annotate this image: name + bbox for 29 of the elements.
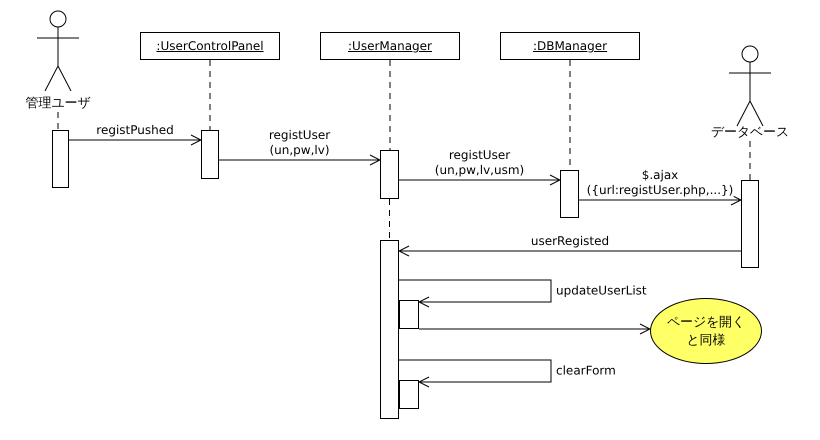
- message-arrow: [398, 174, 560, 186]
- activation-bar: [380, 150, 399, 199]
- message-arrow: [68, 134, 202, 146]
- object-box: :UserManager: [320, 32, 460, 60]
- activation-bar: [741, 180, 759, 268]
- lifeline: [389, 198, 390, 240]
- message-label: $.ajax ({url:registUser.php,...}): [586, 168, 734, 198]
- message-label: registUser (un,pw,lv): [268, 128, 330, 158]
- note-ellipse: ページを開くと同様: [650, 298, 762, 364]
- message-label: registPushed: [96, 123, 174, 138]
- message-label: userRegisted: [530, 234, 610, 249]
- message-arrow: [418, 324, 650, 334]
- message-arrow: [218, 154, 380, 166]
- actor-name: 管理ユーザ: [24, 95, 92, 112]
- actor-name: データベース: [710, 124, 790, 141]
- activation-bar: [560, 170, 579, 218]
- message-arrow: [398, 246, 742, 256]
- message-label: registUser (un,pw,lv,usm): [434, 148, 524, 178]
- object-box: :UserControlPanel: [140, 32, 280, 60]
- activation-bar: [380, 240, 399, 419]
- activation-bar: [399, 380, 419, 409]
- message-arrow: [398, 360, 552, 388]
- activation-bar: [399, 300, 419, 329]
- object-box: :DBManager: [500, 32, 640, 60]
- activation-bar: [52, 130, 69, 188]
- activation-bar: [201, 130, 219, 179]
- message-label: updateUserList: [556, 284, 647, 298]
- message-arrow: [578, 194, 742, 206]
- message-arrow: [398, 280, 552, 308]
